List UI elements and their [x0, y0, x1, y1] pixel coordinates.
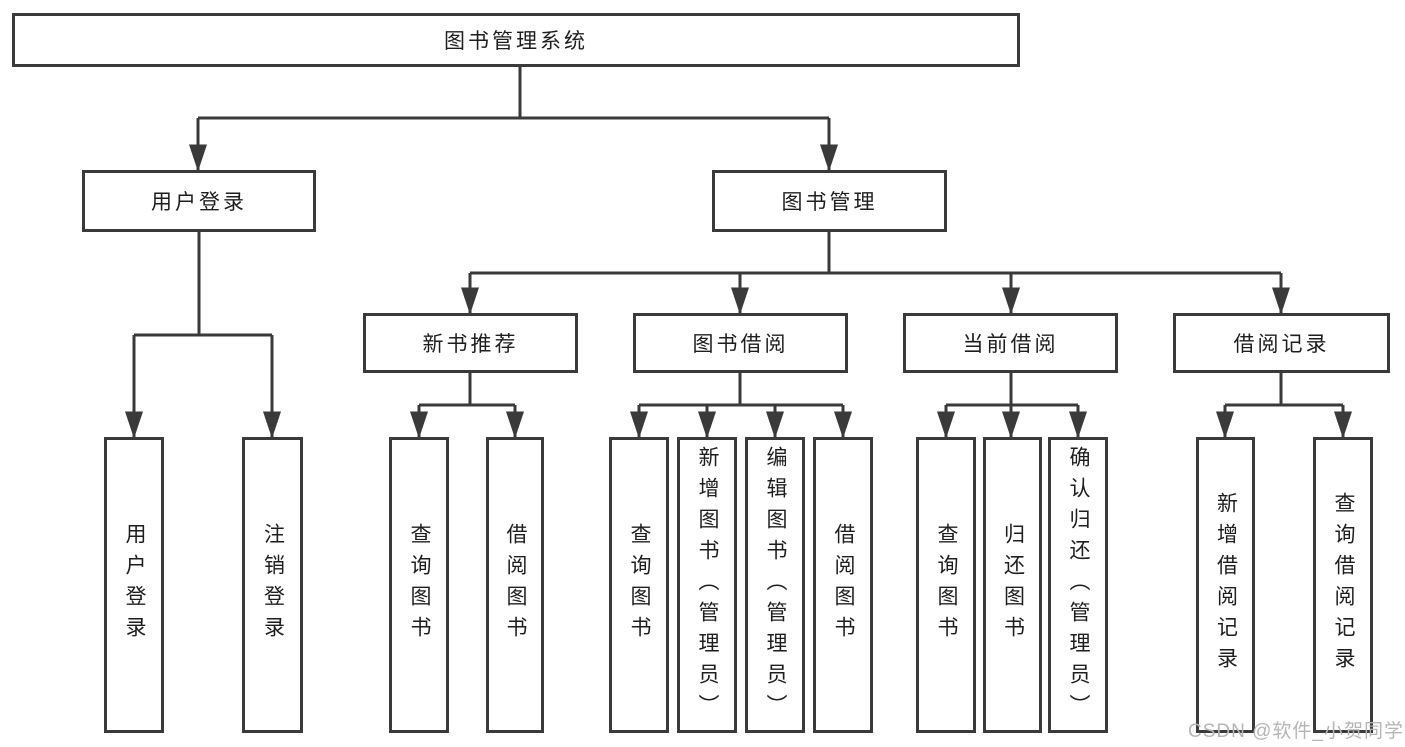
leaf-confirm-return-admin: 确认归还（管理员）	[1048, 437, 1108, 733]
leaf-query-books-current: 查询图书	[916, 437, 976, 733]
leaf-borrow-books: 借阅图书	[813, 437, 873, 733]
box-current-borrow: 当前借阅	[903, 313, 1118, 373]
box-current-borrow-label: 当前借阅	[962, 333, 1059, 356]
leaf-user-login: 用户登录	[104, 437, 164, 733]
leaf-logout-label: 注销登录	[261, 523, 285, 647]
root-label: 图书管理系统	[444, 30, 588, 53]
leaf-borrow-books-recommend-label: 借阅图书	[504, 523, 528, 647]
leaf-confirm-return-admin-label: 确认归还（管理员）	[1067, 445, 1091, 725]
connector-user-login-children	[125, 232, 281, 439]
connector-new-book-children	[410, 373, 524, 439]
leaf-query-books-borrow-label: 查询图书	[628, 523, 652, 647]
leaf-edit-books-admin: 编辑图书（管理员）	[745, 437, 805, 733]
leaf-add-borrow-record: 新增借阅记录	[1196, 437, 1255, 733]
leaf-return-books-label: 归还图书	[1001, 523, 1025, 647]
leaf-edit-books-admin-label: 编辑图书（管理员）	[764, 445, 788, 725]
leaf-query-books-current-label: 查询图书	[935, 523, 959, 647]
box-book-management: 图书管理	[712, 170, 947, 232]
box-new-book-recommend: 新书推荐	[363, 313, 578, 373]
leaf-query-books-recommend-label: 查询图书	[408, 523, 432, 647]
leaf-add-books-admin: 新增图书（管理员）	[677, 437, 737, 733]
box-book-borrow: 图书借阅	[633, 313, 848, 373]
box-book-management-label: 图书管理	[781, 191, 878, 214]
connector-book-management-children	[461, 232, 1290, 315]
leaf-query-books-recommend: 查询图书	[389, 437, 449, 733]
leaf-return-books: 归还图书	[983, 437, 1042, 733]
connector-book-borrow-children	[630, 373, 852, 439]
leaf-logout: 注销登录	[242, 437, 303, 733]
box-borrow-records: 借阅记录	[1173, 313, 1390, 373]
root-box-library-system: 图书管理系统	[12, 13, 1020, 67]
leaf-query-borrow-record-label: 查询借阅记录	[1332, 492, 1356, 678]
leaf-add-borrow-record-label: 新增借阅记录	[1214, 492, 1238, 678]
connector-current-borrow-children	[937, 373, 1087, 439]
leaf-user-login-label: 用户登录	[123, 523, 147, 647]
box-user-login-label: 用户登录	[151, 191, 247, 214]
connector-root-to-level2	[189, 67, 838, 172]
leaf-borrow-books-label: 借阅图书	[832, 523, 856, 647]
box-new-book-recommend-label: 新书推荐	[422, 333, 519, 356]
leaf-add-books-admin-label: 新增图书（管理员）	[696, 445, 720, 725]
leaf-query-borrow-record: 查询借阅记录	[1313, 437, 1373, 733]
box-book-borrow-label: 图书借阅	[692, 333, 789, 356]
box-borrow-records-label: 借阅记录	[1233, 333, 1330, 356]
leaf-query-books-borrow: 查询图书	[609, 437, 669, 733]
box-user-login: 用户登录	[82, 170, 316, 232]
connector-borrow-records-children	[1216, 373, 1352, 439]
leaf-borrow-books-recommend: 借阅图书	[486, 437, 544, 733]
csdn-watermark: CSDN @软件_小贺同学	[1188, 721, 1404, 742]
